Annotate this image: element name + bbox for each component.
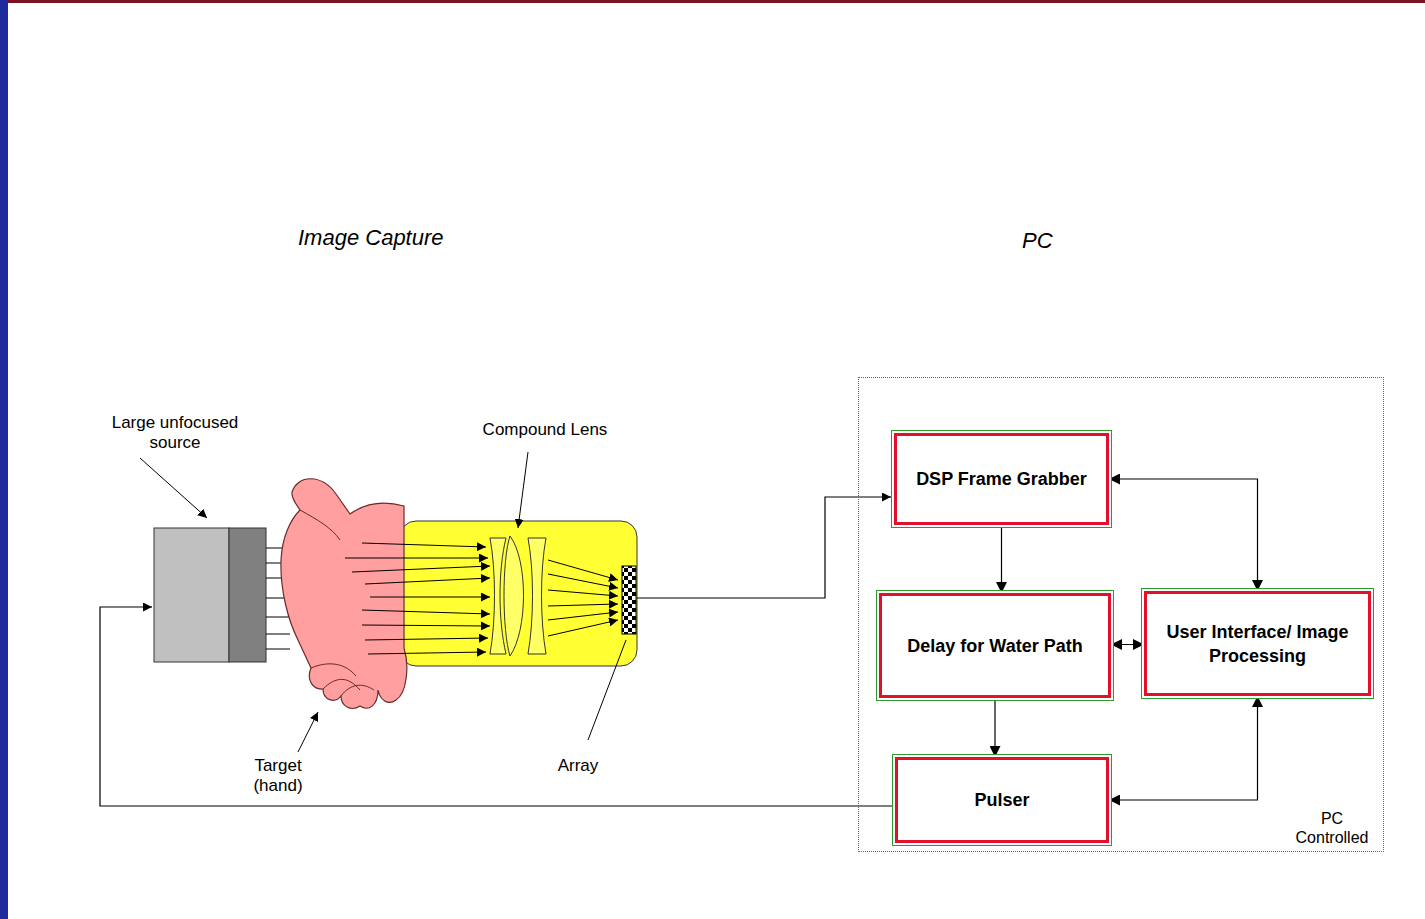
connector bbox=[1001, 525, 1002, 593]
box-text: Pulser bbox=[974, 788, 1029, 812]
leader-line bbox=[298, 712, 318, 752]
compound-lens bbox=[490, 536, 546, 656]
leader-line bbox=[588, 640, 626, 740]
hand-to-lens-rays bbox=[345, 543, 490, 654]
box-text: DSP Frame Grabber bbox=[916, 467, 1087, 491]
part-label: Target (hand) bbox=[238, 756, 318, 796]
leader-line bbox=[140, 458, 207, 518]
sensor-array bbox=[622, 566, 636, 634]
process-box: Delay for Water Path bbox=[879, 593, 1111, 698]
box-text: Delay for Water Path bbox=[907, 634, 1082, 658]
trigger-wire bbox=[100, 607, 894, 806]
signal-wire bbox=[637, 497, 891, 598]
hand bbox=[281, 479, 407, 709]
part-label: Array bbox=[548, 756, 608, 776]
left-border bbox=[0, 0, 8, 919]
group-title: PC Controlled bbox=[1287, 809, 1377, 847]
source-face bbox=[229, 528, 266, 662]
connector bbox=[994, 698, 995, 757]
process-box: DSP Frame Grabber bbox=[894, 433, 1109, 525]
hand-creases bbox=[300, 510, 374, 696]
box-text: User Interface/ Image Processing bbox=[1157, 620, 1358, 668]
camera-housing bbox=[400, 521, 637, 666]
connector bbox=[1109, 696, 1258, 800]
part-label: Large unfocused source bbox=[95, 413, 255, 453]
source-body bbox=[154, 528, 229, 662]
section-heading: Image Capture bbox=[298, 225, 444, 251]
lens-to-array-rays bbox=[548, 560, 618, 636]
connector bbox=[1109, 479, 1258, 591]
part-label: Compound Lens bbox=[455, 420, 635, 440]
section-heading: PC bbox=[1022, 228, 1053, 254]
connector bbox=[1111, 644, 1144, 645]
process-box: Pulser bbox=[895, 757, 1109, 843]
top-border bbox=[0, 0, 1425, 3]
leader-line bbox=[518, 452, 528, 528]
pc-controlled-region: PC Controlled DSP Frame GrabberDelay for … bbox=[858, 377, 1384, 852]
process-box: User Interface/ Image Processing bbox=[1144, 591, 1371, 696]
